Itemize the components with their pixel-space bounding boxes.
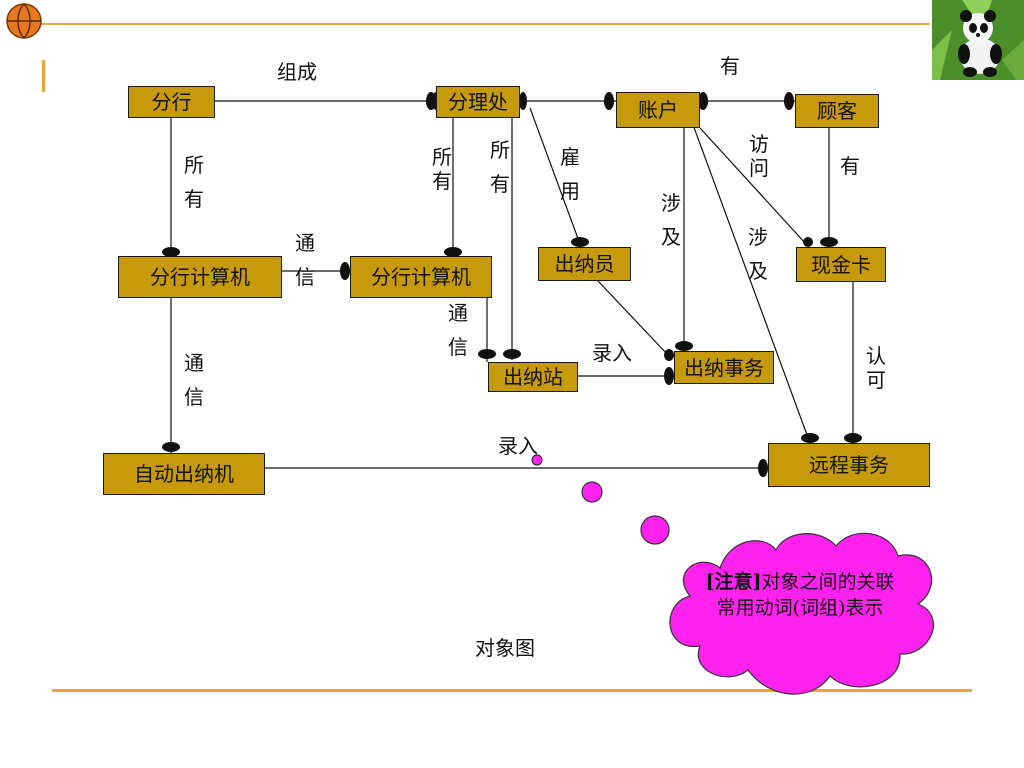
relation-label-owns: 所有 — [490, 138, 510, 196]
relation-label-has: 有 — [720, 54, 740, 78]
node-branch: 分行 — [128, 86, 215, 118]
node-account: 账户 — [616, 92, 700, 128]
node-branch-computer-2: 分行计算机 — [350, 256, 492, 298]
node-cashier-station: 出纳站 — [488, 362, 578, 392]
relation-label-input: 录入 — [592, 341, 632, 365]
connector-end — [340, 262, 350, 280]
relation-label-has: 有 — [840, 154, 860, 178]
relation-label-access: 访问 — [749, 132, 769, 180]
panda-icon — [932, 0, 1024, 80]
node-atm: 自动出纳机 — [103, 453, 265, 495]
connector-end — [675, 341, 693, 351]
node-customer: 顾客 — [795, 94, 879, 128]
relation-label-input: 录入 — [498, 434, 538, 458]
connector-end — [571, 237, 589, 247]
title-accent-bar — [42, 60, 45, 92]
connector-end — [664, 367, 674, 385]
connector-end — [162, 442, 180, 452]
connector-end — [758, 459, 768, 477]
node-sub-branch: 分理处 — [436, 86, 520, 118]
relation-label-employ: 雇用 — [560, 145, 580, 203]
connector-end — [478, 349, 496, 359]
node-remote-transaction: 远程事务 — [768, 443, 930, 487]
relation-label-involves: 涉及 — [661, 191, 681, 249]
relation-label-authorize: 认可 — [866, 344, 886, 392]
relation-label-compose: 组成 — [277, 60, 317, 84]
relation-label-communicate: 通信 — [184, 351, 204, 409]
line-account-remote — [691, 121, 811, 444]
node-cashier: 出纳员 — [538, 247, 631, 281]
node-cash-card: 现金卡 — [796, 247, 886, 282]
line-account-cashcard — [699, 127, 807, 245]
node-cashier-transaction: 出纳事务 — [674, 351, 774, 384]
connector-end — [503, 349, 521, 359]
line-subbranch-cashier — [529, 107, 581, 245]
connector-end — [820, 237, 838, 247]
relation-label-communicate: 通信 — [448, 301, 468, 359]
connector-end — [519, 92, 527, 110]
connector-end — [604, 92, 614, 110]
header-rule — [40, 23, 930, 25]
note-text: [注意]对象之间的关联常用动词(词组)表示 — [700, 569, 900, 621]
connector-end — [698, 92, 708, 110]
basketball-icon — [6, 3, 42, 39]
connector-end — [162, 247, 180, 257]
relation-label-involves: 涉及 — [748, 225, 768, 283]
node-branch-computer-1: 分行计算机 — [118, 256, 282, 298]
connector-end — [803, 237, 813, 247]
footer-rule — [52, 689, 972, 692]
line-cashier-transaction — [597, 280, 669, 356]
relation-label-owns: 所有 — [432, 145, 452, 193]
connector-end — [784, 92, 794, 110]
connector-end — [664, 349, 674, 361]
note-body: 对象之间的关联常用动词(词组)表示 — [716, 571, 895, 619]
relation-label-owns: 所有 — [184, 153, 204, 211]
note-prefix: [注意] — [705, 571, 762, 593]
relation-label-communicate: 通信 — [295, 231, 315, 289]
thought-cloud — [531, 454, 935, 695]
connector-end — [444, 247, 462, 257]
connector-end — [844, 433, 862, 443]
diagram-caption: 对象图 — [475, 636, 535, 660]
connector-end — [801, 433, 819, 443]
